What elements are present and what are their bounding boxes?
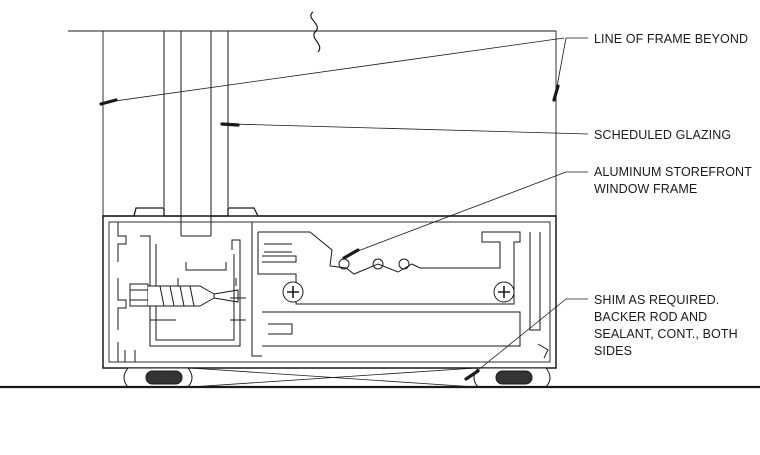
callout-text-line: WINDOW FRAME bbox=[594, 182, 698, 196]
top-break-line bbox=[68, 11, 556, 53]
leader-lines bbox=[107, 37, 589, 376]
backer-rod-sealant bbox=[123, 367, 551, 388]
callout-text-line: SIDES bbox=[594, 344, 633, 358]
callout-scheduled-glazing: SCHEDULED GLAZING bbox=[594, 127, 731, 144]
frame-beyond-lines bbox=[102, 31, 557, 216]
callout-text-line: SCHEDULED GLAZING bbox=[594, 128, 732, 142]
callout-text-line: BACKER ROD AND bbox=[594, 310, 708, 324]
callout-text-line: ALUMINUM STOREFRONT bbox=[594, 165, 752, 179]
break-line-symbol bbox=[310, 11, 321, 53]
callout-text-line: SEALANT, CONT., BOTH bbox=[594, 327, 738, 341]
callout-line-of-frame-beyond: LINE OF FRAME BEYOND bbox=[594, 31, 748, 48]
callout-text-line: LINE OF FRAME BEYOND bbox=[594, 32, 749, 46]
screw-head-icon bbox=[282, 281, 515, 303]
callout-aluminum-storefront-frame: ALUMINUM STOREFRONT WINDOW FRAME bbox=[594, 164, 752, 198]
anchor-bolt-icon bbox=[129, 283, 239, 307]
sill-extrusion-right bbox=[251, 222, 549, 359]
leader-ticks bbox=[99, 84, 560, 381]
callout-shim-backer-rod-sealant: SHIM AS REQUIRED. BACKER ROD AND SEALANT… bbox=[594, 292, 738, 360]
callout-text-line: SHIM AS REQUIRED. bbox=[594, 293, 720, 307]
scheduled-glazing bbox=[163, 31, 229, 237]
